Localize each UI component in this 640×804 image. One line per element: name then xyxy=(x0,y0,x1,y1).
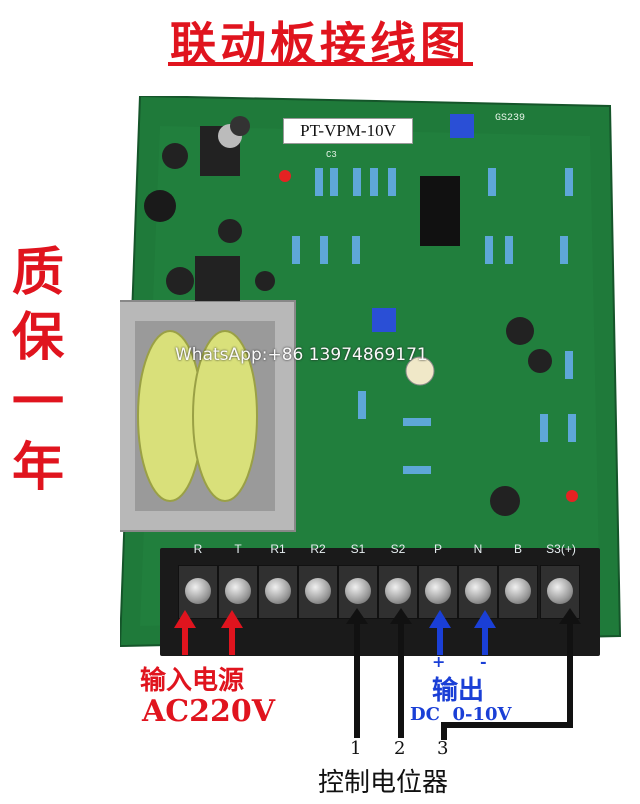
terminal-label-r2: R2 xyxy=(310,542,326,556)
potentiometers xyxy=(372,114,474,332)
watermark: WhatsApp:+86 13974869171 xyxy=(175,345,428,365)
board-code: GS239 xyxy=(495,113,525,124)
transformer xyxy=(120,300,296,532)
terminal-label-r: R xyxy=(193,542,203,556)
input-label: 输入电源 xyxy=(140,666,245,696)
terminal-b[interactable] xyxy=(498,565,538,619)
terminal-label-n: N xyxy=(473,542,483,556)
input-voltage: AC220V xyxy=(142,694,276,729)
side-char-1: 质 xyxy=(11,242,64,303)
component-label-c3: C3 xyxy=(326,150,337,160)
pot-wires xyxy=(346,608,581,740)
regulators xyxy=(195,124,242,301)
terminal-label-s3: S3(+) xyxy=(546,542,576,556)
terminal-label-t: T xyxy=(234,542,242,556)
terminal-label-b: B xyxy=(513,542,522,556)
terminal-label-p: P xyxy=(433,542,442,556)
output-arrows xyxy=(429,610,496,655)
pot-number-1: 1 xyxy=(350,738,362,759)
side-char-4: 年 xyxy=(11,437,64,498)
output-minus: - xyxy=(480,652,487,671)
terminal-p[interactable] xyxy=(418,565,458,619)
terminal-r[interactable] xyxy=(178,565,218,619)
capacitors xyxy=(144,116,552,516)
terminal-s2[interactable] xyxy=(378,565,418,619)
side-char-2: 保 xyxy=(11,307,64,368)
pot-label: 控制电位器 xyxy=(318,768,449,798)
terminal-label-r1: R1 xyxy=(270,542,286,556)
input-arrows xyxy=(174,610,243,655)
pot-number-3: 3 xyxy=(437,738,449,759)
terminal-label-s2: S2 xyxy=(390,542,406,556)
terminal-r2[interactable] xyxy=(298,565,338,619)
terminal-t[interactable] xyxy=(218,565,258,619)
pcb-board: GS239 xyxy=(120,96,622,648)
resistors xyxy=(292,168,576,474)
terminal-label-s1: S1 xyxy=(350,542,366,556)
output-plus: + xyxy=(432,652,446,671)
terminal-s3[interactable] xyxy=(540,565,580,619)
title-underline xyxy=(168,62,473,66)
side-char-3: 一 xyxy=(11,372,64,433)
pot-number-2: 2 xyxy=(394,738,406,759)
model-label: PT-VPM-10V xyxy=(283,118,413,144)
output-range: DC 0-10V xyxy=(410,704,512,725)
terminal-r1[interactable] xyxy=(258,565,298,619)
ic-chip xyxy=(420,176,460,246)
terminal-n[interactable] xyxy=(458,565,498,619)
output-label: 输出 xyxy=(432,676,485,706)
